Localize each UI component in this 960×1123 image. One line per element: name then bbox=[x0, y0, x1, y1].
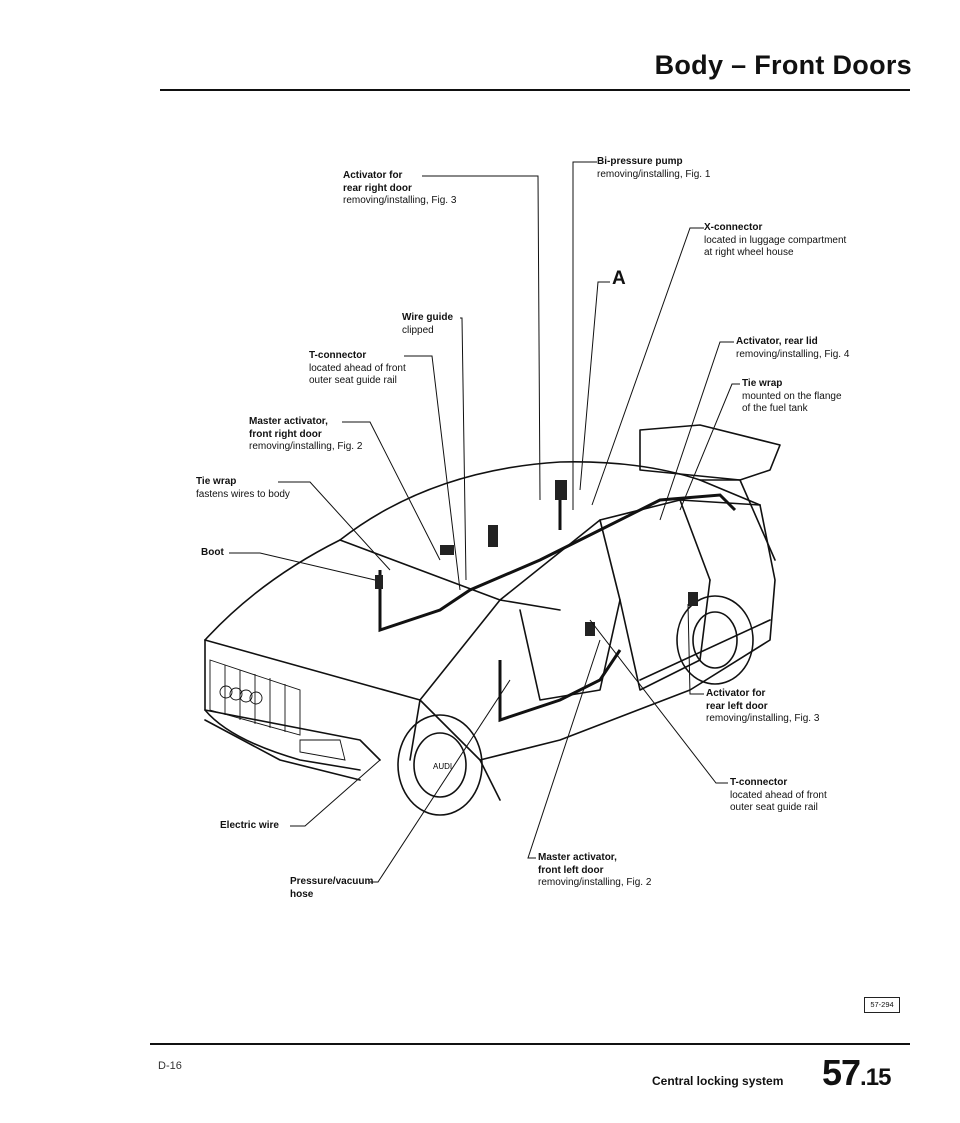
callout-boot: Boot bbox=[201, 547, 224, 560]
callout-title: Tie wrap bbox=[196, 476, 237, 487]
callout-master-activator-left: Master activator, front left door removi… bbox=[538, 852, 651, 890]
callout-t-connector-left: T-connector located ahead of front outer… bbox=[309, 350, 406, 388]
callout-desc: located ahead of front bbox=[730, 789, 827, 801]
components bbox=[375, 480, 698, 636]
car-body bbox=[204, 424, 781, 801]
callout-activator-rear-lid: Activator, rear lid removing/installing,… bbox=[736, 336, 849, 361]
callout-desc: located in luggage compartment bbox=[704, 234, 847, 246]
callout-electric-wire: Electric wire bbox=[220, 820, 279, 833]
callout-desc-2: at right wheel house bbox=[704, 247, 794, 258]
callout-title: Wire guide bbox=[402, 312, 454, 323]
callout-title-2: front right door bbox=[249, 428, 322, 440]
figure-reference: 57-294 bbox=[864, 997, 900, 1013]
callout-x-connector: X-connector located in luggage compartme… bbox=[704, 222, 846, 260]
rear-wheel bbox=[676, 595, 754, 685]
callout-desc: clipped bbox=[402, 324, 434, 336]
callout-desc: removing/installing, Fig. 3 bbox=[343, 195, 457, 206]
callout-title-2: rear left door bbox=[706, 700, 768, 712]
callout-title: Master activator, bbox=[538, 852, 617, 863]
page-suffix: .15 bbox=[860, 1064, 891, 1091]
callout-activator-rear-left: Activator for rear left door removing/in… bbox=[706, 688, 819, 726]
wiring-harness bbox=[378, 490, 737, 723]
footer-rule bbox=[150, 1043, 910, 1045]
wheel-badge: AUDI bbox=[433, 762, 452, 771]
callout-desc-2: of the fuel tank bbox=[742, 403, 808, 414]
callout-title: Bi-pressure pump bbox=[597, 156, 683, 167]
callout-pressure-vacuum-hose: Pressure/vacuum hose bbox=[290, 876, 373, 901]
headlight bbox=[299, 739, 346, 761]
callout-title: Activator, rear lid bbox=[736, 336, 818, 347]
page-code: D-16 bbox=[158, 1060, 182, 1072]
leader-lines bbox=[229, 161, 740, 883]
header-rule bbox=[160, 89, 910, 91]
callout-desc-2: outer seat guide rail bbox=[309, 375, 397, 386]
page-number: 57.15 bbox=[822, 1052, 891, 1094]
callout-desc: removing/installing, Fig. 2 bbox=[538, 877, 652, 888]
callout-title: X-connector bbox=[704, 222, 763, 233]
callout-bi-pressure-pump: Bi-pressure pump removing/installing, Fi… bbox=[597, 156, 710, 181]
callout-title: T-connector bbox=[309, 350, 367, 361]
chapter-number: 57 bbox=[822, 1052, 861, 1093]
callout-title: Master activator, bbox=[249, 416, 328, 427]
car-grille bbox=[209, 659, 301, 736]
callout-master-activator-right: Master activator, front right door remov… bbox=[249, 416, 362, 454]
callout-activator-rear-right: Activator for rear right door removing/i… bbox=[343, 170, 456, 208]
callout-desc: removing/installing, Fig. 2 bbox=[249, 441, 363, 452]
callout-title-2: rear right door bbox=[343, 182, 412, 194]
callout-title: T-connector bbox=[730, 777, 788, 788]
callout-desc: removing/installing, Fig. 4 bbox=[736, 348, 850, 360]
callout-title-2: front left door bbox=[538, 864, 604, 876]
callout-desc: mounted on the flange bbox=[742, 390, 842, 402]
section-name: Central locking system bbox=[652, 1074, 784, 1088]
callout-desc: removing/installing, Fig. 3 bbox=[706, 713, 820, 724]
callout-desc: removing/installing, Fig. 1 bbox=[597, 168, 711, 180]
callout-desc: located ahead of front bbox=[309, 362, 406, 374]
callout-wire-guide: Wire guide clipped bbox=[402, 312, 453, 337]
callout-title: Electric wire bbox=[220, 820, 279, 831]
callout-title: Pressure/vacuum bbox=[290, 876, 374, 887]
callout-title: Activator for bbox=[706, 688, 766, 699]
page-title: Body – Front Doors bbox=[654, 50, 912, 80]
callout-tie-wrap-flange: Tie wrap mounted on the flange of the fu… bbox=[742, 378, 842, 416]
callout-title: Activator for bbox=[343, 170, 403, 181]
callout-title: Tie wrap bbox=[742, 378, 783, 389]
callout-title-2: hose bbox=[290, 888, 314, 900]
callout-letter-a: A bbox=[612, 268, 626, 289]
audi-rings-icon bbox=[219, 685, 263, 705]
callout-t-connector-right: T-connector located ahead of front outer… bbox=[730, 777, 827, 815]
callout-tie-wrap-body: Tie wrap fastens wires to body bbox=[196, 476, 290, 501]
front-wheel bbox=[397, 714, 483, 816]
callout-desc-2: outer seat guide rail bbox=[730, 802, 818, 813]
callout-title: Boot bbox=[201, 547, 224, 558]
callout-desc: fastens wires to body bbox=[196, 488, 290, 500]
